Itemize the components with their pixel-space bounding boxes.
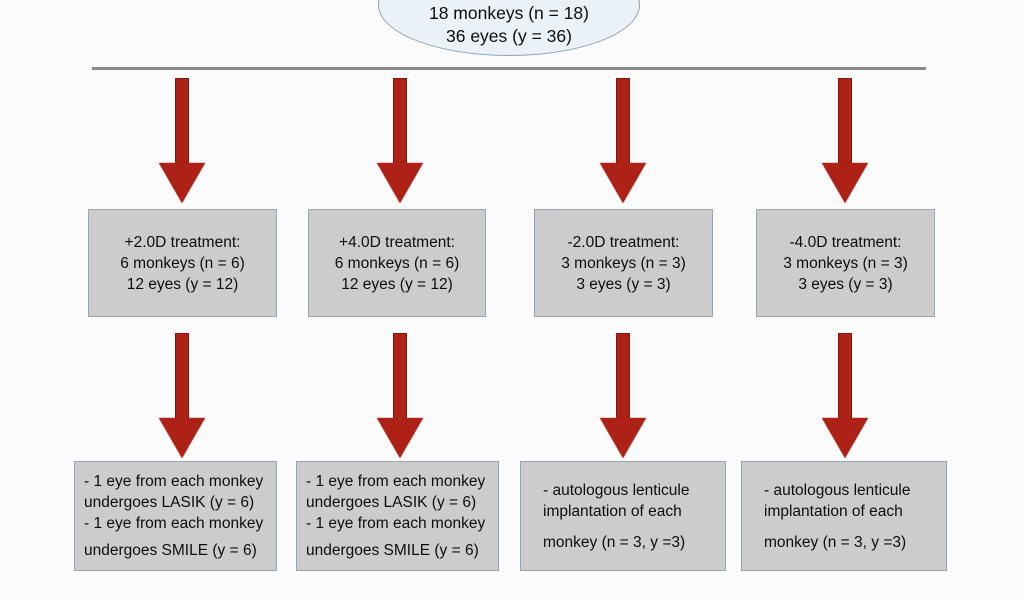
arrow-to-procedure-4	[822, 333, 868, 458]
treatment-title: -2.0D treatment:	[567, 233, 680, 251]
treatment-eyes: 3 eyes (y = 3)	[798, 275, 893, 293]
procedure-line-3: - 1 eye from each monkey	[84, 515, 264, 532]
procedure-line-3: monkey (n = 3, y =3)	[543, 533, 686, 551]
treatment-title: +4.0D treatment:	[339, 233, 455, 251]
arrow-to-procedure-3	[600, 333, 646, 458]
procedure-line-3: monkey (n = 3, y =3)	[764, 533, 907, 551]
procedure-line-4: undergoes SMILE (y = 6)	[84, 542, 257, 559]
treatment-monkeys: 6 monkeys (n = 6)	[120, 254, 245, 272]
arrow-to-procedure-1	[159, 333, 205, 458]
arrow-to-treatment-3	[600, 78, 646, 203]
procedure-line-4: undergoes SMILE (y = 6)	[306, 542, 479, 559]
treatment-box-plus-4d[interactable]: +4.0D treatment: 6 monkeys (n = 6) 12 ey…	[308, 209, 486, 317]
treatment-monkeys: 3 monkeys (n = 3)	[783, 254, 908, 272]
procedure-line-1: - autologous lenticule	[764, 481, 911, 499]
procedure-line-3: - 1 eye from each monkey	[306, 515, 486, 532]
procedure-line-2: implantation of each	[543, 502, 682, 520]
arrow-to-treatment-4	[822, 78, 868, 203]
treatment-box-plus-2d[interactable]: +2.0D treatment: 6 monkeys (n = 6) 12 ey…	[88, 209, 277, 317]
arrow-to-treatment-1	[159, 78, 205, 203]
procedure-line-1: - 1 eye from each monkey	[306, 473, 486, 490]
treatment-title: +2.0D treatment:	[124, 233, 241, 251]
procedure-line-2: undergoes LASIK (y = 6)	[306, 494, 477, 511]
procedure-line-2: implantation of each	[764, 502, 903, 520]
treatment-title: -4.0D treatment:	[789, 233, 902, 251]
root-node-eyes-line: 36 eyes (y = 36)	[446, 26, 572, 46]
procedure-box-lasik-smile-plus-2d[interactable]: - 1 eye from each monkey undergoes LASIK…	[74, 461, 277, 571]
procedure-line-2: undergoes LASIK (y = 6)	[84, 494, 255, 511]
procedure-line-1: - 1 eye from each monkey	[84, 473, 264, 490]
arrow-to-treatment-2	[377, 78, 423, 203]
treatment-box-minus-2d[interactable]: -2.0D treatment: 3 monkeys (n = 3) 3 eye…	[534, 209, 713, 317]
treatment-monkeys: 3 monkeys (n = 3)	[561, 254, 686, 272]
treatment-eyes: 3 eyes (y = 3)	[576, 275, 671, 293]
procedure-box-lenticule-minus-2d[interactable]: - autologous lenticule implantation of e…	[520, 461, 726, 571]
root-node-cohort: 18 monkeys (n = 18) 36 eyes (y = 36)	[378, 0, 640, 56]
horizontal-connector-line	[92, 67, 926, 70]
arrow-to-procedure-2	[377, 333, 423, 458]
treatment-eyes: 12 eyes (y = 12)	[126, 275, 239, 293]
procedure-box-lenticule-minus-4d[interactable]: - autologous lenticule implantation of e…	[741, 461, 947, 571]
root-node-monkeys-line: 18 monkeys (n = 18)	[428, 3, 589, 23]
treatment-box-minus-4d[interactable]: -4.0D treatment: 3 monkeys (n = 3) 3 eye…	[756, 209, 935, 317]
procedure-line-1: - autologous lenticule	[543, 481, 690, 499]
treatment-eyes: 12 eyes (y = 12)	[341, 275, 453, 293]
treatment-monkeys: 6 monkeys (n = 6)	[334, 254, 460, 272]
procedure-box-lasik-smile-plus-4d[interactable]: - 1 eye from each monkey undergoes LASIK…	[296, 461, 499, 571]
